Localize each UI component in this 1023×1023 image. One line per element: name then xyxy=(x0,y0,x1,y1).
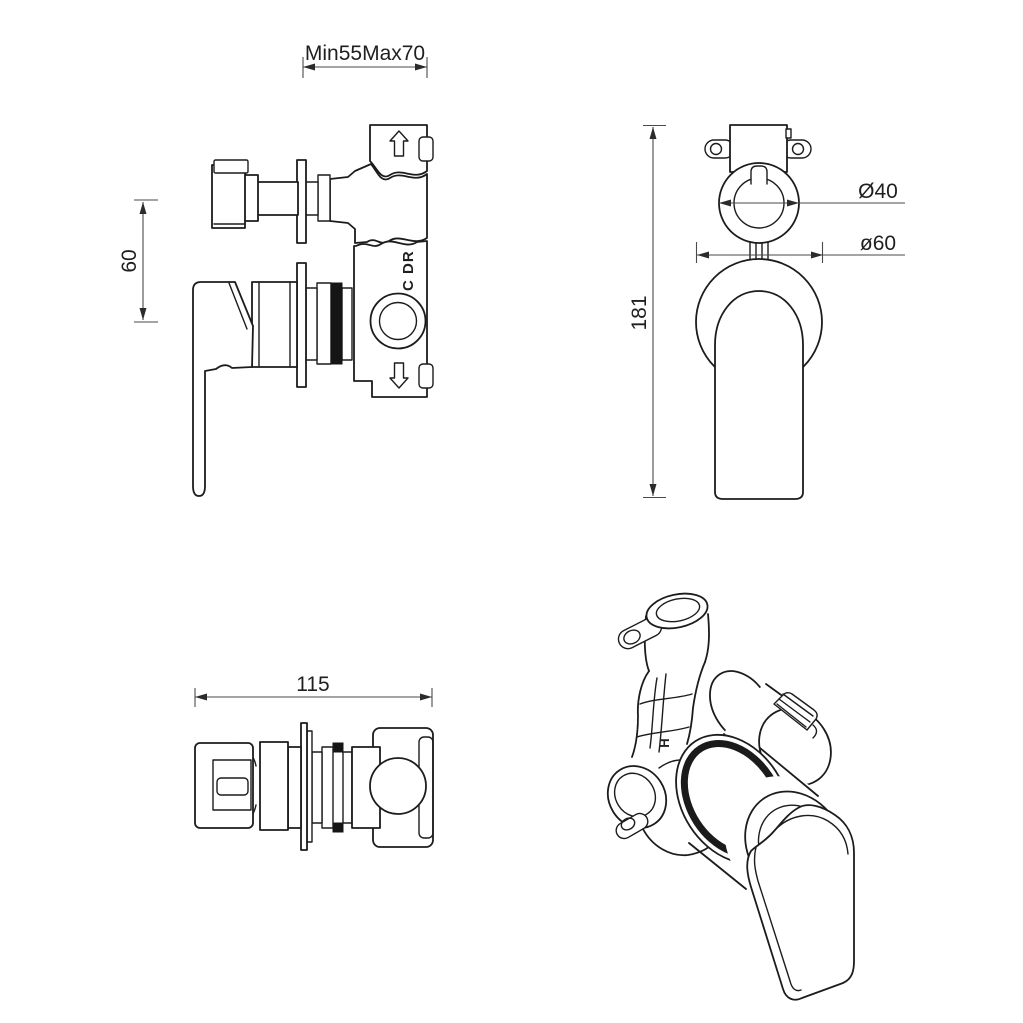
screw-hole-right xyxy=(791,142,805,156)
body-step-top xyxy=(342,751,353,824)
column-band xyxy=(639,693,693,705)
grub-screw-slot xyxy=(216,777,249,796)
diverter-stem-socket xyxy=(317,174,331,222)
arrowhead-right-icon xyxy=(811,251,823,259)
cartridge-top xyxy=(287,722,344,851)
body-clip-tab-bottom xyxy=(418,363,434,389)
bracket-nub xyxy=(785,128,792,139)
lower-inlet-pipe xyxy=(606,759,718,857)
inlet-rim-inner xyxy=(613,772,657,818)
arrowhead-left-icon xyxy=(697,251,709,259)
column-edge xyxy=(631,670,650,758)
grip-ridge xyxy=(776,703,807,728)
arrowhead-left-icon xyxy=(195,693,207,701)
port-letters-label: C DR xyxy=(400,250,417,291)
dim-escutcheon-label: ø60 xyxy=(860,232,896,255)
handle-grip-inner xyxy=(212,759,252,811)
sleeve-silhouette xyxy=(759,747,819,797)
keyway-notch xyxy=(750,165,768,185)
lever-handle-front xyxy=(714,290,804,500)
dim-outlet-spacing-label: 60 xyxy=(118,249,141,272)
seal-mark-upper xyxy=(332,742,344,753)
cartridge-block-top xyxy=(287,746,302,829)
arrowhead-down-icon xyxy=(139,308,147,320)
arrowhead-up-icon xyxy=(649,127,657,139)
cartridge-stem-front xyxy=(305,287,318,361)
diverter-stem xyxy=(256,181,299,216)
cartridge-stem-step xyxy=(341,287,353,361)
ear-hole xyxy=(623,629,641,645)
stem-step-outer xyxy=(321,746,334,829)
mounting-ear-tab-lower xyxy=(615,812,649,840)
top-view: 115 xyxy=(194,673,434,851)
dim-escutcheon: ø60 xyxy=(695,232,905,263)
flow-up-arrow-icon xyxy=(389,130,409,157)
arrowhead-up-icon xyxy=(139,202,147,214)
handle-top xyxy=(194,741,289,831)
column-edge xyxy=(686,661,706,745)
dim-overall-height: 181 xyxy=(628,124,666,499)
diverter-knob-tab xyxy=(213,159,249,174)
dim-overall-width-label: 115 xyxy=(296,673,329,696)
body-mid-section xyxy=(329,163,428,244)
stem-step-inner xyxy=(311,751,323,824)
dim-trim-ring-label: Ø40 xyxy=(858,180,898,203)
knob-notch xyxy=(812,724,818,739)
dim-wall-depth: Min55Max70 xyxy=(302,42,428,78)
seal-ring xyxy=(330,282,343,365)
grip-ridge xyxy=(782,693,814,717)
diverter-collar xyxy=(243,174,259,222)
handle-thickness-edge xyxy=(753,846,802,992)
valve-body-side: C DR xyxy=(329,124,434,398)
perspective-view: H xyxy=(606,592,855,1001)
arrowhead-left-icon xyxy=(303,63,315,71)
handle-top-arc xyxy=(775,814,849,855)
handle-edge-line xyxy=(228,282,248,330)
top-outlet-pipe xyxy=(617,592,710,672)
screw-hole-left xyxy=(709,142,723,156)
pipe-rim-inner xyxy=(655,597,701,623)
diverter-stem-rear xyxy=(304,181,319,216)
column-line xyxy=(649,677,658,749)
ear-hole-lower xyxy=(620,817,636,831)
grip-ridge xyxy=(778,698,811,723)
diverter-assembly-side xyxy=(211,159,331,244)
arrowhead-right-icon xyxy=(787,199,799,207)
lever-handle-iso xyxy=(746,804,855,1001)
flow-down-arrow-icon xyxy=(389,362,409,389)
arrowhead-left-icon xyxy=(719,199,731,207)
handle-assembly-side xyxy=(192,262,353,497)
dim-overall-width: 115 xyxy=(194,673,433,707)
dim-wall-depth-label: Min55Max70 xyxy=(305,42,425,65)
seal-mark-lower xyxy=(332,822,344,833)
lever-handle-side xyxy=(192,281,254,497)
arrowhead-right-icon xyxy=(420,693,432,701)
hot-inlet-label: H xyxy=(657,738,672,747)
valve-body-top xyxy=(342,746,427,829)
dim-trim-ring: Ø40 xyxy=(719,180,905,207)
side-view: Min55Max70 60 C DR xyxy=(118,42,434,497)
cartridge-stem xyxy=(316,282,332,365)
diverter-knob xyxy=(211,164,246,229)
body-clip-tab-top xyxy=(418,136,434,162)
column-line xyxy=(658,673,667,753)
sleeve-silhouette xyxy=(688,842,747,890)
arrowhead-right-icon xyxy=(415,63,427,71)
dim-outlet-spacing: 60 xyxy=(118,199,158,323)
main-escutcheon-plate xyxy=(296,262,307,388)
dim-overall-height-label: 181 xyxy=(628,295,651,330)
pipe-wall xyxy=(704,613,710,663)
handle-collar-top xyxy=(259,741,289,831)
body-column: H xyxy=(631,661,706,758)
front-view: 181 Ø40 xyxy=(628,124,905,500)
arrowhead-down-icon xyxy=(649,484,657,496)
column-band xyxy=(636,726,690,738)
port-circle-top xyxy=(369,757,427,815)
outlet-port-inner xyxy=(378,301,418,341)
